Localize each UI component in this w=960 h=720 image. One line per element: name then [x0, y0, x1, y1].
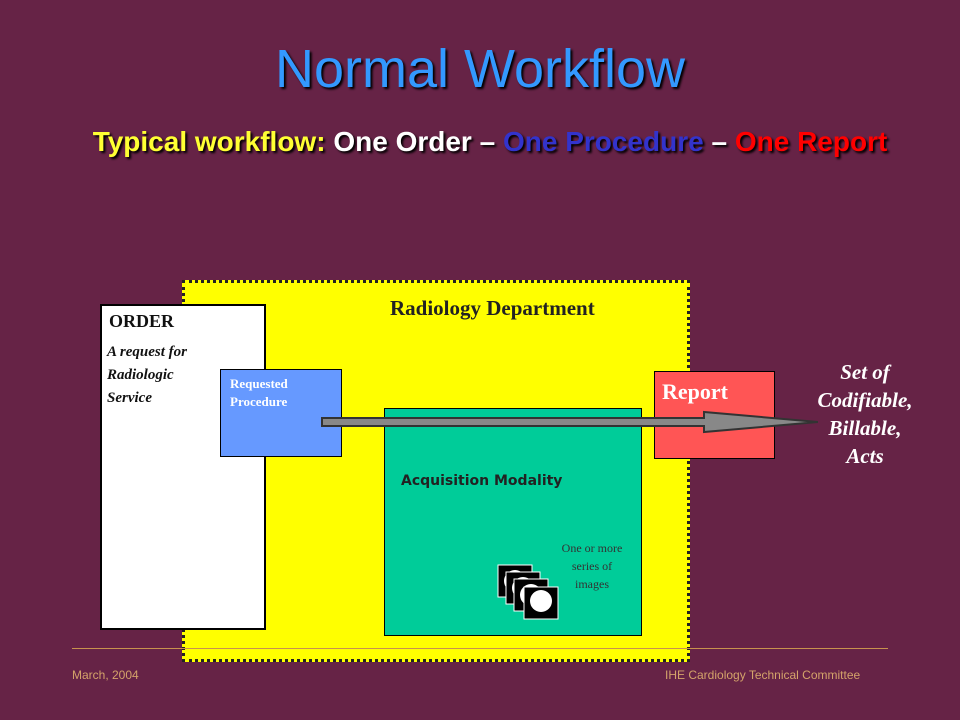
billable-acts-label: Set of Codifiable, Billable, Acts: [790, 358, 940, 470]
requested-procedure-label: Requested Procedure: [230, 375, 330, 411]
footer-date: March, 2004: [72, 668, 139, 682]
acts-line: Billable,: [828, 416, 902, 440]
acts-line: Codifiable,: [817, 388, 913, 412]
subtitle-dash-2: –: [711, 126, 728, 157]
acts-line: Acts: [846, 444, 884, 468]
subtitle-report: One Report: [734, 126, 888, 157]
acts-line: Set of: [840, 360, 890, 384]
workflow-arrow: [321, 410, 818, 434]
image-series-icon: [497, 564, 559, 620]
subtitle-dash-1: –: [479, 126, 496, 157]
image-series-line: images: [575, 577, 609, 591]
report-label: Report: [662, 379, 728, 404]
radiology-department-label: Radiology Department: [390, 296, 595, 320]
requested-procedure-line: Requested: [230, 376, 288, 391]
order-description: A request for Radiologic Service: [107, 341, 247, 410]
order-title: ORDER: [109, 311, 175, 331]
subtitle-procedure: One Procedure: [502, 126, 704, 157]
image-series-line: series of: [571, 559, 613, 573]
order-line: Service: [107, 390, 152, 406]
footer-committee: IHE Cardiology Technical Committee: [665, 668, 861, 682]
subtitle-prefix: Typical workflow:: [92, 126, 326, 157]
subtitle-order: One Order: [333, 126, 472, 157]
order-box: [100, 304, 266, 630]
image-series-label: One or more series of images: [546, 539, 638, 593]
order-line: Radiologic: [107, 367, 174, 383]
requested-procedure-line: Procedure: [230, 394, 288, 409]
requested-procedure-box: [220, 369, 342, 457]
slide-subtitle: Typical workflow: One Order – One Proced…: [0, 126, 960, 158]
acquisition-modality-label: Acquisition Modality: [401, 473, 563, 489]
footer-divider: [72, 648, 888, 649]
slide-title: Normal Workflow: [274, 39, 686, 99]
order-line: A request for: [107, 344, 188, 360]
image-series-line: One or more: [561, 541, 623, 555]
